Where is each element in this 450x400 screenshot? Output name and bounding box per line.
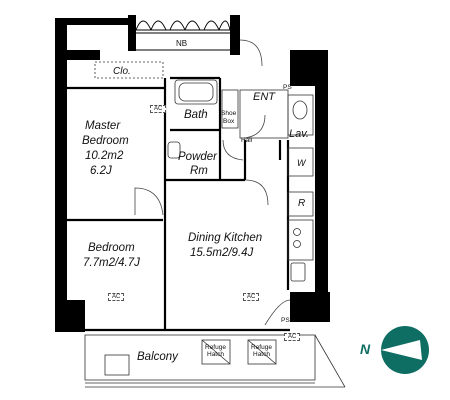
- balcony-name: Balcony: [137, 351, 178, 363]
- hall-label: Hall: [241, 137, 253, 144]
- bedroom-area: 7.7m2/4.7J: [83, 257, 140, 269]
- master-bedroom-area-m2: 10.2m2: [85, 150, 124, 162]
- ac-balcony-tag: AC: [284, 333, 301, 341]
- master-bedroom-name-1: Master: [85, 120, 121, 132]
- shoe-box-label-2: Box: [223, 118, 235, 125]
- ps-top-label: PS: [283, 84, 292, 91]
- powder-name-2: Rm: [190, 165, 208, 177]
- dining-kitchen-area: 15.5m2/9.4J: [190, 247, 254, 259]
- master-bedroom-area-j: 6.2J: [90, 165, 112, 177]
- shoe-box-label-1: Shoe: [221, 110, 237, 117]
- ps-bottom-label: PS: [281, 317, 290, 324]
- closet-label: Clo.: [113, 66, 131, 77]
- bedroom-name: Bedroom: [88, 242, 135, 254]
- refrigerator-label: R: [298, 198, 306, 209]
- refuge-hatch-2-line2: Hatch: [253, 351, 270, 358]
- ac-bedroom-tag: AC: [108, 293, 125, 301]
- top-windows: [135, 20, 231, 51]
- fixtures: [84, 61, 346, 388]
- refuge-hatch-1-line2: Hatch: [207, 351, 224, 358]
- refuge-hatch-1-line1: Refuge: [205, 344, 226, 351]
- compass-icon: [381, 326, 429, 374]
- door-swings: [134, 39, 291, 326]
- nb-label: NB: [176, 39, 188, 48]
- refuge-hatch-2-line1: Refuge: [251, 344, 272, 351]
- ac-dining-tag: AC: [243, 293, 260, 301]
- master-bedroom-name-2: Bedroom: [82, 135, 129, 147]
- ac-master-tag: AC: [150, 105, 167, 113]
- washer-label: W: [297, 158, 306, 168]
- powder-name-1: Powder: [178, 151, 217, 163]
- exterior-walls: [55, 15, 330, 332]
- compass-north-label: N: [360, 341, 371, 357]
- bath-name: Bath: [184, 109, 208, 121]
- lavatory-label: Lav.: [289, 128, 309, 140]
- dining-kitchen-name: Dining Kitchen: [188, 232, 263, 244]
- entrance-label: ENT: [253, 91, 275, 103]
